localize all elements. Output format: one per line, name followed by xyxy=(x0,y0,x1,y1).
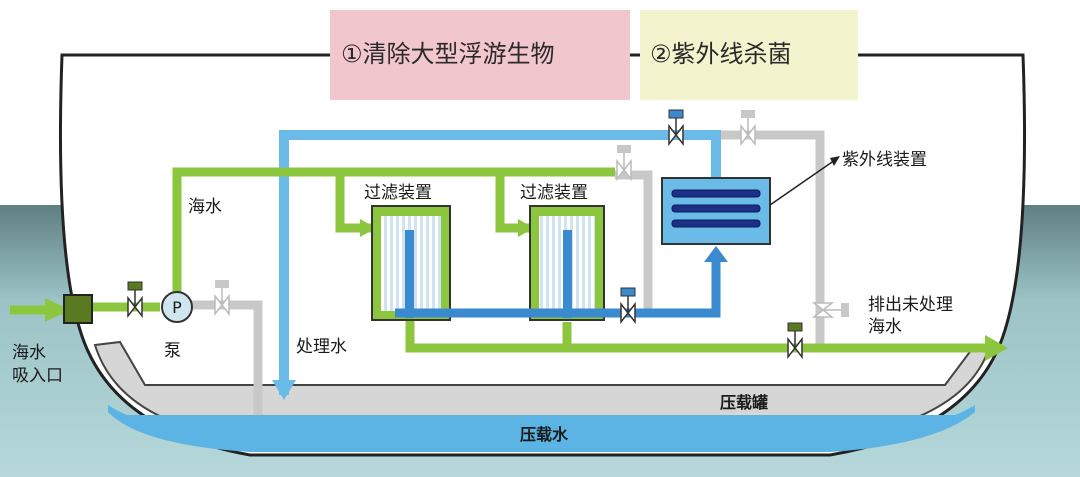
valve-uv-bypass[interactable] xyxy=(740,110,756,147)
seawater-inlet-arrow xyxy=(45,298,70,322)
step2-box xyxy=(640,10,858,100)
inlet-label-line1: 海水 xyxy=(12,343,46,363)
ballast-tank-label: 压载罐 xyxy=(720,393,768,412)
filtered-water-pipe xyxy=(395,260,721,318)
discharge-label-line1: 排出未处理 xyxy=(868,295,953,315)
discharge-arrow xyxy=(985,335,1008,361)
treated-water-label: 处理水 xyxy=(296,337,347,357)
uv-lamps xyxy=(671,189,761,228)
pump-label: 泵 xyxy=(164,341,181,361)
filter2-outlet xyxy=(563,230,572,318)
step1-box xyxy=(330,10,630,100)
pump[interactable] xyxy=(161,291,193,323)
filter2-inlet-arrow xyxy=(518,219,534,237)
valve-discharge-bypass[interactable] xyxy=(811,302,849,318)
step2-label: ②紫外线杀菌 xyxy=(650,40,792,68)
discharge-label-line2: 海水 xyxy=(868,317,902,337)
valve-discharge[interactable] xyxy=(787,322,803,360)
inlet-box xyxy=(63,294,93,324)
valve-treated[interactable] xyxy=(668,109,684,147)
inlet-label-line2: 吸入口 xyxy=(12,366,63,386)
valve-filtered[interactable] xyxy=(620,287,636,325)
valve-inlet[interactable] xyxy=(127,281,143,319)
valve-filter-bypass[interactable] xyxy=(616,145,632,182)
treated-water-pipes xyxy=(279,130,721,395)
ballast-water-body xyxy=(118,415,968,450)
seawater-label: 海水 xyxy=(188,197,222,217)
step1-label: ①清除大型浮游生物 xyxy=(341,40,555,68)
ballast-water-label: 压载水 xyxy=(520,425,569,444)
uv-label-pointer-arrow xyxy=(830,156,840,166)
pump-symbol: P xyxy=(172,298,182,317)
uv-device-label: 紫外线装置 xyxy=(842,150,927,170)
filter1-outlet xyxy=(405,230,414,318)
filter1-label: 过滤装置 xyxy=(364,183,432,203)
uv-inlet-arrow xyxy=(704,246,728,262)
uv-label-pointer xyxy=(769,159,836,206)
filter2-label: 过滤装置 xyxy=(520,183,588,203)
valve-pump-bypass[interactable] xyxy=(214,280,230,317)
treated-water-arrow xyxy=(272,380,296,400)
filter1-inlet-arrow xyxy=(360,219,376,237)
